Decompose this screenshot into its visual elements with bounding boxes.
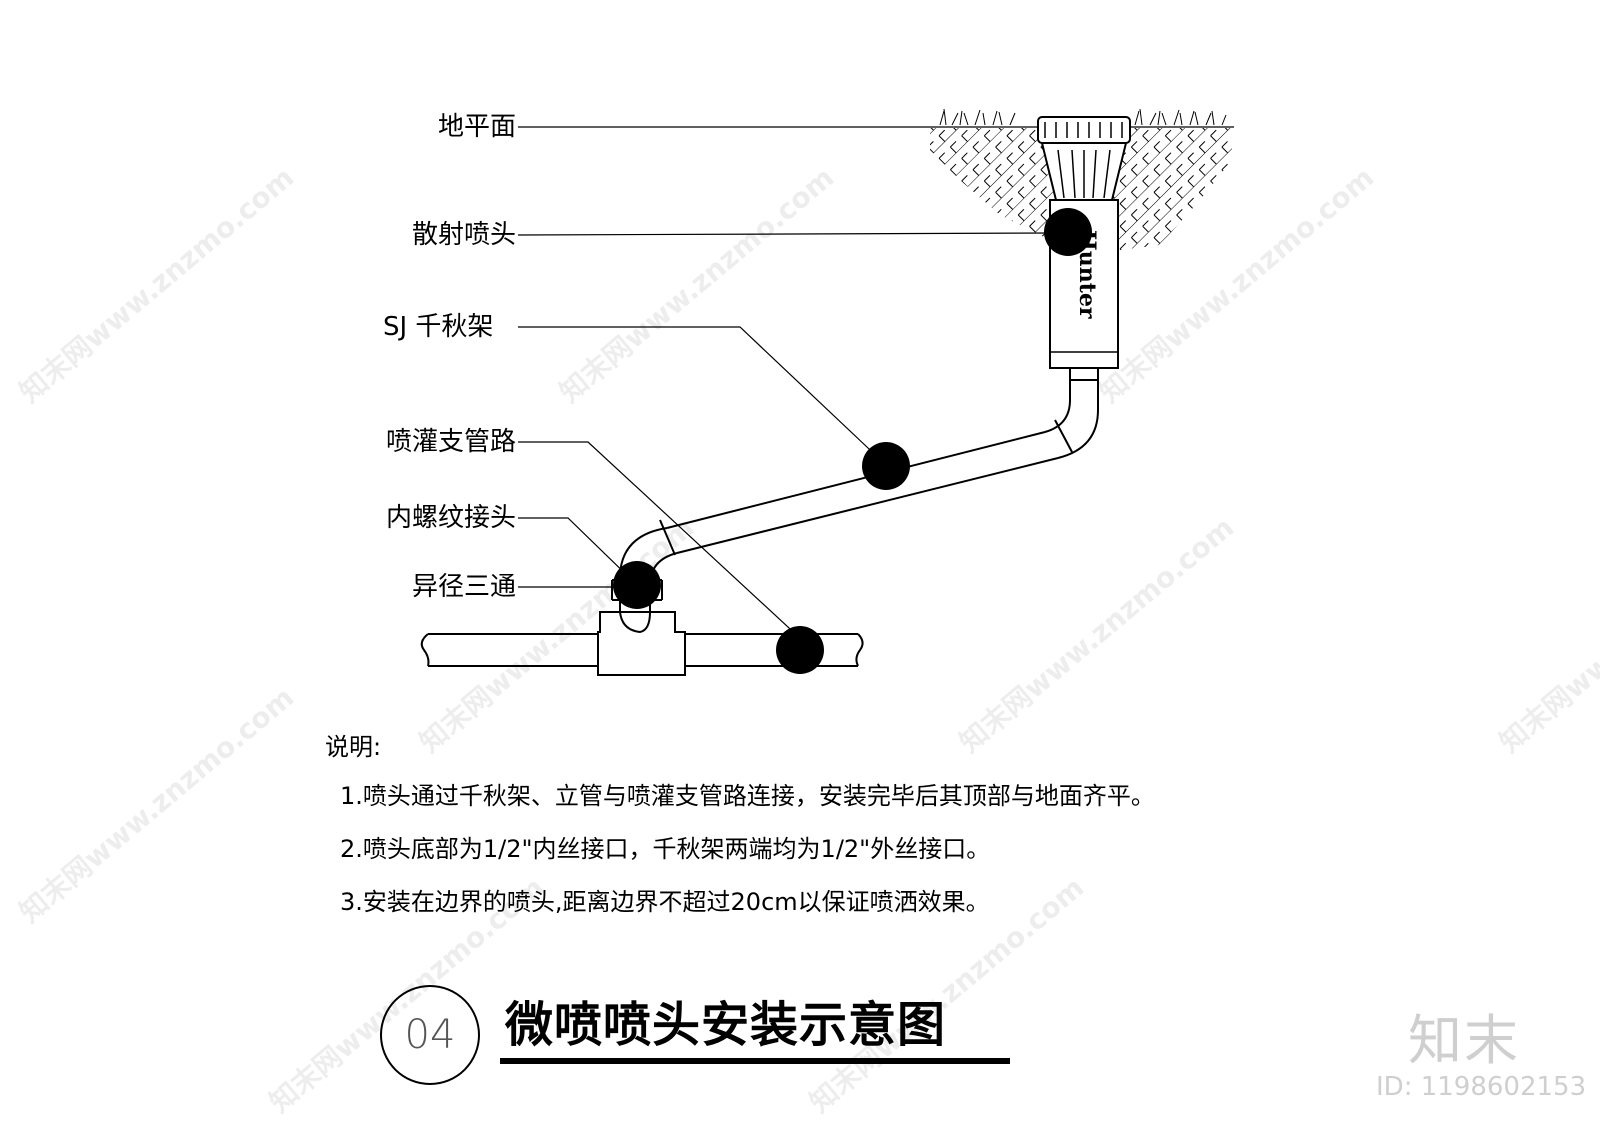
top-elbow	[1044, 368, 1099, 459]
note-item: 1.喷头通过千秋架、立管与喷灌支管路连接，安装完毕后其顶部与地面齐平。	[340, 782, 1155, 810]
grass-tufts	[939, 108, 1227, 126]
note-item: 3.安装在边界的喷头,距离边界不超过20cm以保证喷洒效果。	[340, 888, 990, 916]
reducing-tee	[597, 611, 686, 676]
label-spray-head: 散射喷头	[412, 220, 517, 250]
title-underline	[500, 1058, 1010, 1064]
label-ground: 地平面	[438, 112, 517, 142]
label-female-adapter: 内螺纹接头	[386, 503, 517, 533]
label-reducing-tee: 异径三通	[412, 572, 517, 602]
lateral-pipe	[420, 633, 864, 667]
watermark-logo: 知末	[1408, 1009, 1520, 1072]
label-branch-pipe: 喷灌支管路	[386, 427, 517, 457]
watermark-id: ID: 1198602153	[1376, 1072, 1587, 1102]
leader-lines	[517, 232, 1056, 641]
swing-joint-pipe	[619, 431, 1059, 586]
label-swing-joint: SJ 千秋架	[383, 312, 494, 342]
notes-heading: 说明:	[325, 733, 382, 761]
note-item: 2.喷头底部为1/2"内丝接口，千秋架两端均为1/2"外丝接口。	[340, 835, 991, 863]
callout-dots	[613, 208, 1092, 674]
drawing-title: 微喷喷头安装示意图	[505, 997, 947, 1053]
drawing-number: 04	[380, 985, 480, 1085]
